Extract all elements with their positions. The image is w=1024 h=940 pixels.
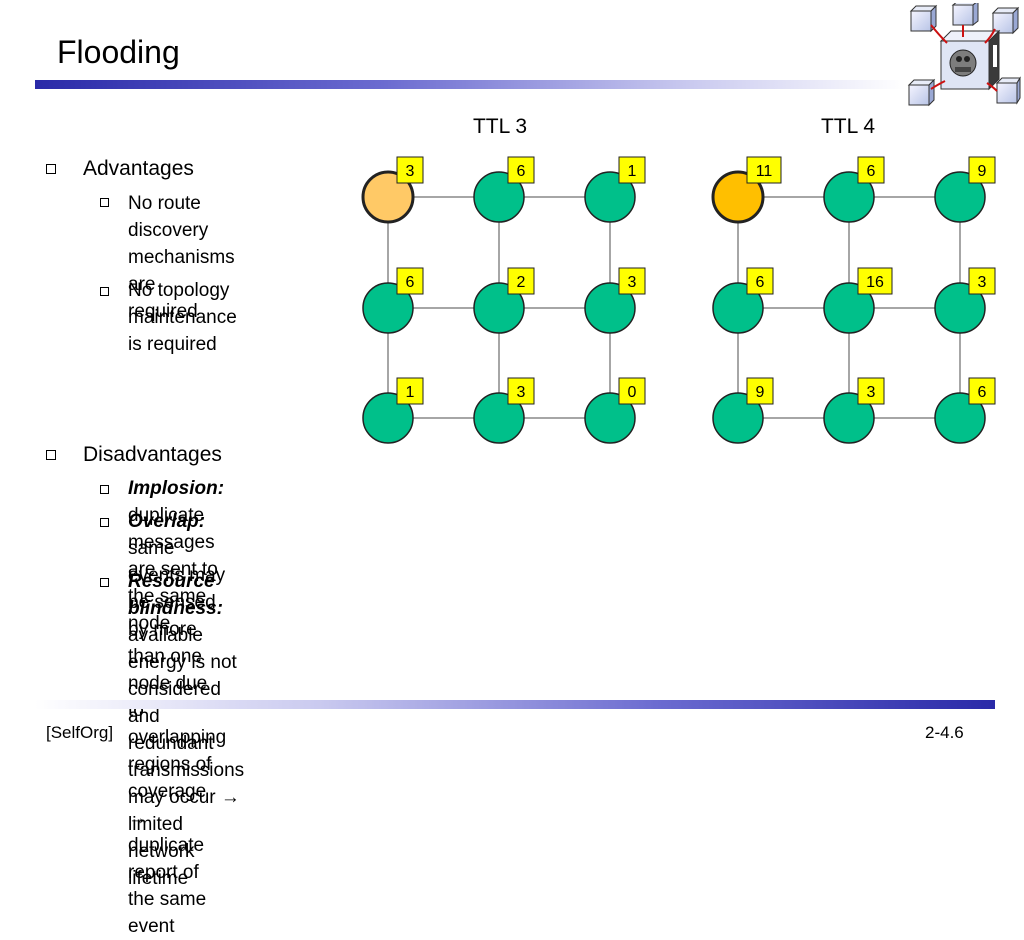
message-count-box: [968, 156, 996, 184]
footer-source: [SelfOrg]: [46, 723, 114, 742]
slide-title: Flooding: [57, 34, 180, 70]
advantages-heading: Advantages: [83, 157, 194, 180]
message-count-box: [968, 267, 996, 295]
ttl-label: TTL 3: [473, 115, 527, 138]
bullet-marker: [46, 164, 56, 174]
disadvantages-heading: Disadvantages: [83, 443, 222, 466]
source-node: [711, 170, 765, 224]
message-count-box: [746, 267, 774, 295]
sensor-node: [823, 171, 875, 223]
message-count: 6: [867, 163, 876, 180]
sensor-node: [584, 282, 636, 334]
message-count-box: [618, 267, 646, 295]
message-count-box: [396, 156, 424, 184]
advantage-item-line: No topology: [128, 280, 230, 301]
message-count-box: [618, 156, 646, 184]
bullet-marker: [46, 450, 56, 460]
sensor-node: [362, 392, 414, 444]
sensor-node: [934, 282, 986, 334]
message-count: 1: [628, 163, 637, 180]
message-count: 3: [867, 384, 876, 401]
bullet-marker: [100, 518, 109, 527]
disadvantage-text: same events may be sensed by more than o…: [128, 538, 227, 748]
disadvantage-text: transmissions may occur → limited networ…: [128, 760, 245, 889]
message-count-box: [507, 267, 535, 295]
message-count-box: [507, 377, 535, 405]
message-count: 11: [756, 163, 773, 180]
advantage-item-line: No route discovery: [128, 193, 209, 241]
message-count: 9: [978, 163, 987, 180]
message-count-box: [968, 377, 996, 405]
advantage-item: No topology maintenance is required: [128, 277, 237, 358]
sensor-node: [934, 171, 986, 223]
message-count-box: [746, 156, 782, 184]
sensor-node: [712, 392, 764, 444]
sensor-node: [934, 392, 986, 444]
message-count: 3: [628, 274, 637, 291]
message-count-box: [507, 156, 535, 184]
advantage-item-line: required: [128, 301, 198, 322]
message-count: 1: [406, 384, 415, 401]
message-count: 2: [517, 274, 526, 291]
message-count: 3: [978, 274, 987, 291]
sensor-node: [823, 282, 875, 334]
message-count-box: [857, 377, 885, 405]
message-count-box: [618, 377, 646, 405]
title-underline: [35, 80, 905, 89]
sensor-node: [712, 282, 764, 334]
message-count: 6: [517, 163, 526, 180]
bullet-marker: [100, 198, 109, 207]
sensor-node: [584, 392, 636, 444]
bullet-marker: [100, 578, 109, 587]
message-count: 3: [517, 384, 526, 401]
message-count: 3: [406, 163, 415, 180]
disadvantage-term: Overlap:: [128, 511, 206, 532]
disadvantage-text: duplicate messages are sent to the same …: [128, 505, 218, 634]
sensor-node: [473, 392, 525, 444]
ttl-label: TTL 4: [821, 115, 875, 138]
sensor-node: [473, 282, 525, 334]
message-count-box: [857, 267, 893, 295]
bullet-marker: [100, 287, 109, 296]
bullet-marker: [100, 485, 109, 494]
disadvantage-term: Resource blindness:: [128, 571, 224, 619]
disadvantage-item: Implosion: duplicate messages are sent t…: [128, 475, 224, 637]
message-count-box: [857, 156, 885, 184]
advantage-item-line: is required: [128, 334, 217, 355]
message-count-box: [746, 377, 774, 405]
message-count: 6: [978, 384, 987, 401]
message-count: 9: [756, 384, 765, 401]
advantage-item-line: maintenance: [128, 307, 237, 328]
footer-rule: [35, 700, 995, 709]
slide-number: 2-4.6: [925, 723, 964, 742]
advantage-item: No route discovery mechanisms are requir…: [128, 190, 235, 325]
message-count-box: [396, 267, 424, 295]
message-count: 6: [406, 274, 415, 291]
advantage-item-line: mechanisms are: [128, 247, 235, 295]
disadvantage-text: available energy is not considered and r…: [128, 625, 237, 754]
source-node: [361, 170, 415, 224]
sensor-node: [362, 282, 414, 334]
sensor-node: [473, 171, 525, 223]
self-organization-cube-icon: [907, 3, 1021, 107]
sensor-node: [584, 171, 636, 223]
message-count-box: [396, 377, 424, 405]
message-count: 16: [866, 274, 884, 291]
message-count: 6: [756, 274, 765, 291]
message-count: 0: [628, 384, 637, 401]
disadvantage-term: Implosion:: [128, 478, 225, 499]
sensor-node: [823, 392, 875, 444]
